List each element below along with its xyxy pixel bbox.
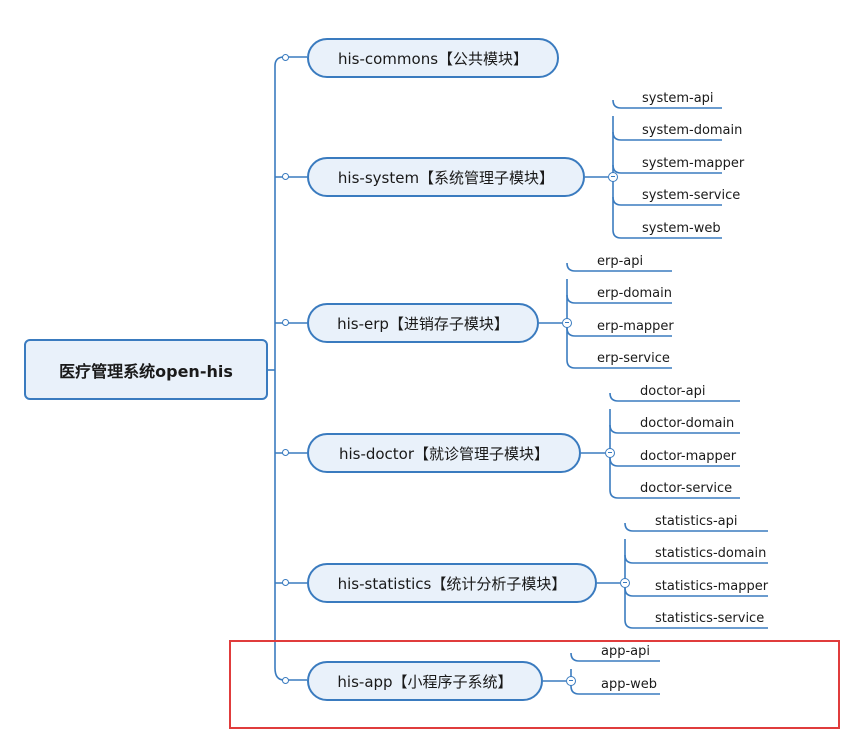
module-label: his-system【系统管理子模块】 bbox=[337, 168, 555, 187]
connector-line bbox=[624, 619, 768, 629]
module-label: his-erp【进销存子模块】 bbox=[337, 314, 509, 333]
module-his-statistics[interactable]: his-statistics【统计分析子模块】 bbox=[307, 563, 597, 603]
connector-line bbox=[609, 424, 740, 434]
module-label: his-statistics【统计分析子模块】 bbox=[337, 574, 567, 593]
connector-line bbox=[612, 164, 722, 174]
root-node[interactable]: 医疗管理系统open-his bbox=[24, 339, 268, 400]
module-label: his-commons【公共模块】 bbox=[337, 49, 529, 68]
connector-dot-icon bbox=[282, 319, 289, 326]
leaf-system-service[interactable]: system-service bbox=[642, 188, 741, 203]
collapse-toggle-icon[interactable] bbox=[566, 676, 576, 686]
leaf-doctor-mapper[interactable]: doctor-mapper bbox=[640, 449, 737, 464]
module-his-app[interactable]: his-app【小程序子系统】 bbox=[307, 661, 543, 701]
connector-dot-icon bbox=[282, 579, 289, 586]
connector-line bbox=[612, 196, 722, 206]
connector-line bbox=[570, 685, 660, 695]
connector-line bbox=[609, 392, 740, 402]
module-label: his-app【小程序子系统】 bbox=[337, 672, 513, 691]
module-his-commons[interactable]: his-commons【公共模块】 bbox=[307, 38, 559, 78]
connector-dot-icon bbox=[282, 677, 289, 684]
leaf-doctor-api[interactable]: doctor-api bbox=[640, 384, 706, 399]
leaf-statistics-mapper[interactable]: statistics-mapper bbox=[655, 579, 769, 594]
module-label: his-doctor【就诊管理子模块】 bbox=[338, 444, 550, 463]
connector-line bbox=[612, 131, 722, 141]
collapse-toggle-icon[interactable] bbox=[562, 318, 572, 328]
connector-line bbox=[624, 587, 768, 597]
connector-line bbox=[570, 652, 660, 662]
connector-dot-icon bbox=[282, 54, 289, 61]
leaf-erp-domain[interactable]: erp-domain bbox=[597, 286, 672, 301]
leaf-erp-mapper[interactable]: erp-mapper bbox=[597, 319, 674, 334]
connector-line bbox=[566, 262, 672, 272]
leaf-erp-service[interactable]: erp-service bbox=[597, 351, 670, 366]
connector-line bbox=[612, 99, 722, 109]
collapse-toggle-icon[interactable] bbox=[620, 578, 630, 588]
leaf-app-api[interactable]: app-api bbox=[601, 644, 650, 659]
leaf-doctor-domain[interactable]: doctor-domain bbox=[640, 416, 735, 431]
connector-dot-icon bbox=[282, 173, 289, 180]
connector-line bbox=[566, 327, 672, 337]
leaf-statistics-api[interactable]: statistics-api bbox=[655, 514, 738, 529]
leaf-system-api[interactable]: system-api bbox=[642, 91, 714, 106]
leaf-statistics-domain[interactable]: statistics-domain bbox=[655, 546, 767, 561]
collapse-toggle-icon[interactable] bbox=[608, 172, 618, 182]
leaf-system-web[interactable]: system-web bbox=[642, 221, 721, 236]
connector-line bbox=[612, 229, 722, 239]
connector-line bbox=[566, 294, 672, 304]
leaf-doctor-service[interactable]: doctor-service bbox=[640, 481, 733, 496]
highlight-box bbox=[229, 640, 840, 729]
module-his-doctor[interactable]: his-doctor【就诊管理子模块】 bbox=[307, 433, 581, 473]
connector-dot-icon bbox=[282, 449, 289, 456]
root-label: 医疗管理系统open-his bbox=[59, 361, 233, 381]
connector-line bbox=[274, 56, 307, 67]
leaf-app-web[interactable]: app-web bbox=[601, 677, 658, 692]
connector-line bbox=[566, 359, 672, 369]
leaf-system-mapper[interactable]: system-mapper bbox=[642, 156, 745, 171]
module-his-system[interactable]: his-system【系统管理子模块】 bbox=[307, 157, 585, 197]
connector-line bbox=[624, 554, 768, 564]
connector-line bbox=[609, 457, 740, 467]
connector-line bbox=[624, 522, 768, 532]
connector-line bbox=[609, 489, 740, 499]
leaf-system-domain[interactable]: system-domain bbox=[642, 123, 743, 138]
leaf-statistics-service[interactable]: statistics-service bbox=[655, 611, 765, 626]
leaf-erp-api[interactable]: erp-api bbox=[597, 254, 644, 269]
module-his-erp[interactable]: his-erp【进销存子模块】 bbox=[307, 303, 539, 343]
collapse-toggle-icon[interactable] bbox=[605, 448, 615, 458]
